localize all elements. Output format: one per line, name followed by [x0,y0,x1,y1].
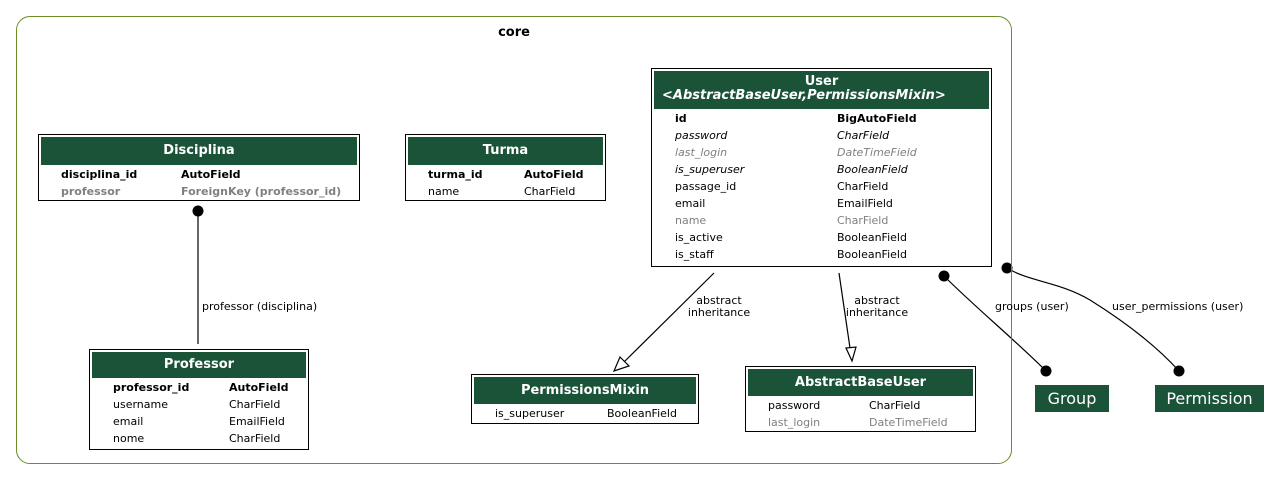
field-type: CharField [524,185,576,198]
model-title: Professor [92,352,306,378]
model-user[interactable]: User <AbstractBaseUser,PermissionsMixin>… [651,68,992,267]
field-name: email [113,415,144,428]
field-row: username CharField [90,396,308,413]
field-row: name CharField [652,212,991,229]
edge-dot-group [1040,365,1052,377]
edge-label-line: abstract [696,294,742,307]
field-name: is_superuser [495,407,565,420]
inherit-arrow-abstractbaseuser [845,346,857,363]
model-title: Turma [408,137,603,165]
field-name: turma_id [428,168,483,181]
field-type: BooleanField [837,248,907,261]
field-row: professor ForeignKey (professor_id) [39,183,359,200]
field-name: professor [61,185,121,198]
field-row: last_login DateTimeField [746,414,975,431]
edge-inherit-abstractbaseuser [838,272,851,349]
field-name: last_login [768,416,821,429]
field-type: BooleanField [837,231,907,244]
field-row: is_staff BooleanField [652,246,991,263]
field-row: disciplina_id AutoField [39,166,359,183]
cluster-title: core [498,25,530,40]
core-cluster: core [16,16,1012,464]
field-type: CharField [229,432,281,445]
edge-label-user-permissions: user_permissions (user) [1112,300,1244,313]
field-type: CharField [869,399,921,412]
field-type: DateTimeField [869,416,948,429]
field-name: email [675,197,706,210]
external-group[interactable]: Group [1035,385,1109,412]
model-title: User [804,74,839,89]
field-type: BooleanField [837,163,908,176]
field-name: disciplina_id [61,168,138,181]
field-row: turma_id AutoField [406,166,605,183]
field-type: ForeignKey (professor_id) [181,185,342,198]
inherit-arrow-permissionsmixin [612,355,631,372]
field-row: passage_id CharField [652,178,991,195]
field-name: is_staff [675,248,714,261]
external-permission[interactable]: Permission [1155,385,1264,412]
field-name: name [428,185,460,198]
model-turma[interactable]: Turma turma_id AutoField name CharField [405,134,606,201]
field-row: professor_id AutoField [90,379,308,396]
field-type: EmailField [837,197,893,210]
model-disciplina[interactable]: Disciplina disciplina_id AutoField profe… [38,134,360,201]
edge-inherit-permissionsmixin [623,272,715,363]
model-title: Disciplina [41,137,357,165]
field-row: email EmailField [652,195,991,212]
field-type: BigAutoField [837,112,917,125]
field-type: DateTimeField [837,146,917,159]
field-name: username [113,398,168,411]
field-row: email EmailField [90,413,308,430]
field-name: name [675,214,707,227]
edge-groups [943,275,1047,372]
field-row: password CharField [652,127,991,144]
field-type: CharField [837,129,890,142]
edge-label-line: inheritance [845,306,909,319]
field-row: is_superuser BooleanField [472,405,698,422]
edge-dot-disciplina [192,205,204,217]
edge-dot-groups-user [938,270,950,282]
field-type: EmailField [229,415,285,428]
field-type: CharField [837,180,889,193]
edge-label-abstract-inheritance-2: abstract inheritance [840,295,914,319]
edge-label-line: abstract [854,294,900,307]
model-title: PermissionsMixin [474,377,696,404]
field-name: is_superuser [675,163,745,176]
field-row: password CharField [746,397,975,414]
field-name: passage_id [675,180,737,193]
edge-label-abstract-inheritance-1: abstract inheritance [682,295,756,319]
field-type: CharField [837,214,889,227]
field-row: name CharField [406,183,605,200]
edge-label-groups: groups (user) [995,300,1069,313]
field-type: CharField [229,398,281,411]
field-name: nome [113,432,145,445]
field-type: AutoField [229,381,289,394]
model-professor[interactable]: Professor professor_id AutoField usernam… [89,349,309,450]
field-name: professor_id [113,381,190,394]
field-name: is_active [675,231,723,244]
field-type: AutoField [181,168,241,181]
field-type: BooleanField [607,407,677,420]
field-type: AutoField [524,168,584,181]
edge-dot-permission [1173,365,1185,377]
model-abstractbaseuser[interactable]: AbstractBaseUser password CharField last… [745,366,976,432]
field-row: is_superuser BooleanField [652,161,991,178]
edge-dot-permissions-user [1001,262,1013,274]
edge-label-professor-disciplina: professor (disciplina) [202,300,318,313]
field-row: nome CharField [90,430,308,447]
field-row: id BigAutoField [652,110,991,127]
model-permissionsmixin[interactable]: PermissionsMixin is_superuser BooleanFie… [471,374,699,424]
model-title: AbstractBaseUser [748,369,973,396]
field-name: password [675,129,728,142]
field-name: last_login [675,146,728,159]
field-name: id [675,112,687,125]
model-subtitle: <AbstractBaseUser,PermissionsMixin> [662,88,946,103]
edge-label-line: inheritance [687,306,751,319]
edge-user-permissions [1006,267,1180,372]
model-title-block: User <AbstractBaseUser,PermissionsMixin> [654,71,989,109]
field-name: password [768,399,821,412]
field-row: last_login DateTimeField [652,144,991,161]
field-row: is_active BooleanField [652,229,991,246]
